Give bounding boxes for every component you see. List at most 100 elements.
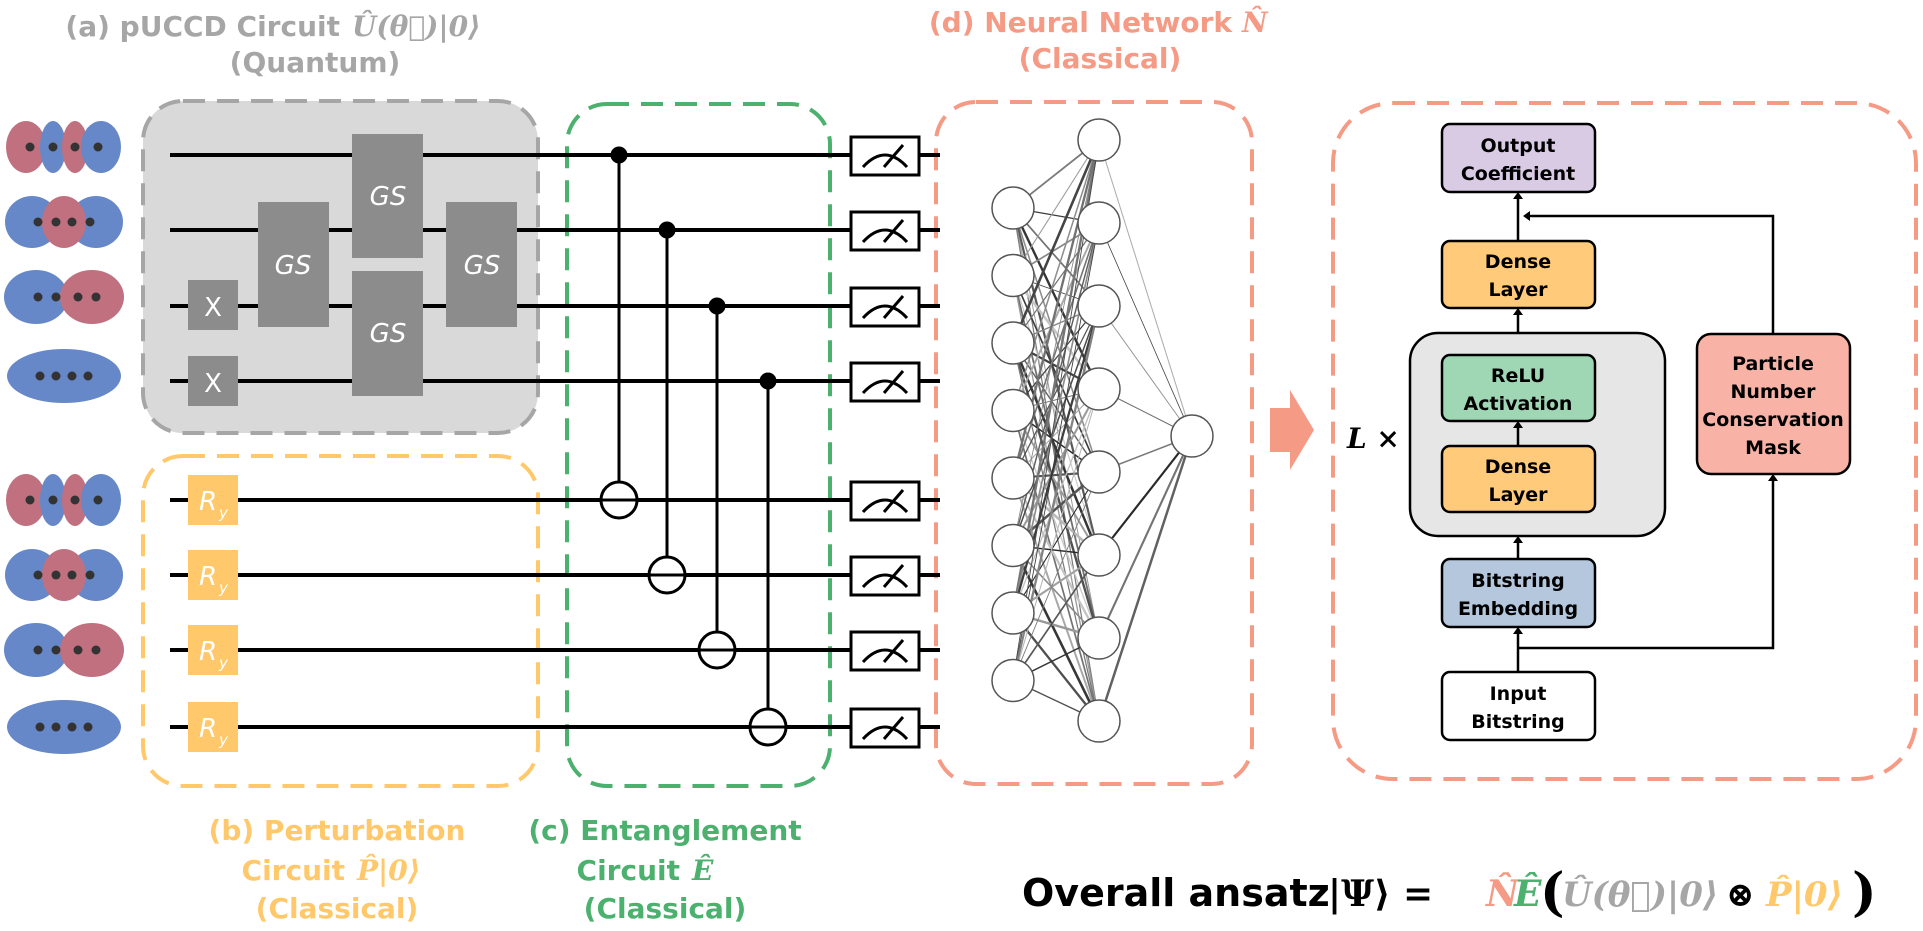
dense-top-line1: Dense [1485, 251, 1551, 273]
x-gate-1-label: X [204, 293, 222, 323]
output-box-line1: Output [1481, 135, 1556, 157]
ry-gate-4: R y [188, 702, 238, 752]
meter-icon-5 [849, 480, 921, 522]
gs-gate-1-label: GS [275, 251, 312, 281]
label-b: (b) Perturbation Circuit P̂|0⟩ (Classica… [209, 814, 466, 925]
nn-input-node-7 [991, 591, 1035, 635]
label-b-line2: Circuit [242, 854, 345, 887]
nn-edge-l1-25 [1012, 222, 1100, 411]
nn-edge-l1-42 [1012, 305, 1100, 546]
ry-gate-3-main: R [199, 637, 217, 667]
label-a-line1: (a) pUCCD Circuit [65, 10, 340, 43]
mask-line3: Conservation [1702, 409, 1843, 431]
box-a-puccd [141, 99, 540, 435]
label-a-operator: Û(θ⃗)|0⟩ [352, 9, 481, 43]
measurements [849, 135, 921, 749]
orbital-icon-1 [6, 121, 121, 173]
orbitals [4, 121, 124, 754]
cnot-4 [748, 372, 788, 747]
nn-hidden-node-2 [1077, 201, 1121, 245]
nn-input-node-8 [991, 658, 1035, 703]
nn-hidden-node-4 [1077, 367, 1121, 411]
nn-edge-l1-16 [1011, 139, 1101, 344]
nn-edge-l1-24 [1012, 139, 1100, 411]
nn-edge-l1-59 [1012, 388, 1100, 681]
label-b-line3: (Classical) [256, 892, 419, 925]
label-d-operator: N̂ [1241, 6, 1269, 39]
nn-hidden-node-6 [1077, 533, 1121, 577]
relu-activation-box: ReLU Activation [1440, 353, 1597, 423]
ry-gate-1: R y [188, 475, 238, 525]
input-line2: Bitstring [1471, 711, 1564, 733]
label-a: (a) pUCCD Circuit Û(θ⃗)|0⟩ (Quantum) [65, 9, 480, 79]
nn-edge-l2-0 [1098, 139, 1193, 437]
mask-line2: Number [1730, 381, 1816, 403]
ry-gate-2: R y [188, 550, 238, 600]
ry-gate-2-sub: y [218, 579, 229, 597]
label-d-line2: (Classical) [1019, 42, 1182, 75]
input-line1: Input [1490, 683, 1547, 705]
cnot-gates [599, 146, 788, 747]
nn-input-node-2 [991, 253, 1035, 298]
gs-gate-1: GS [258, 202, 329, 327]
overall-psi: |Ψ⟩ = [1328, 873, 1433, 915]
gs-gate-4-label: GS [464, 251, 501, 281]
box-d-neural-network [934, 100, 1254, 786]
embedding-line1: Bitstring [1471, 570, 1564, 592]
nn-hidden-node-1 [1077, 118, 1121, 162]
ry-gate-4-main: R [199, 714, 217, 744]
right-arrow-icon [1270, 390, 1314, 470]
cnot-3 [697, 297, 737, 670]
orbital-icon-4 [7, 349, 121, 403]
dense-layer-bottom-box: Dense Layer [1440, 444, 1597, 514]
gs-gate-2: GS [352, 134, 423, 258]
meter-icon-2 [849, 210, 921, 252]
overall-otimes: ⊗ [1726, 875, 1755, 915]
orbital-icon-2 [5, 196, 123, 248]
nn-edge-l1-61 [1012, 554, 1100, 681]
nn-edge-l2-5 [1098, 435, 1193, 556]
overall-prefix: Overall ansatz [1022, 871, 1330, 915]
ry-gate-2-main: R [199, 562, 217, 592]
label-c-line1: (c) Entanglement [528, 814, 801, 847]
label-a-line2: (Quantum) [230, 46, 401, 79]
ry-gate-3-sub: y [218, 654, 229, 672]
nn-input-node-1 [991, 186, 1035, 230]
dense-bottom-line2: Layer [1489, 484, 1549, 506]
nn-edge-l2-2 [1098, 305, 1193, 437]
nn-input-node-5 [991, 456, 1035, 500]
nn-edge-l1-26 [1012, 305, 1100, 411]
nn-hidden-node-7 [1077, 616, 1121, 660]
nn-edge-l1-17 [1012, 222, 1100, 344]
gs-gate-2-label: GS [370, 182, 407, 212]
box-b-perturbation [141, 454, 540, 788]
nn-input-node-4 [991, 388, 1035, 433]
layer-repeat-label: L × [1346, 422, 1400, 455]
label-c-line3: (Classical) [584, 892, 747, 925]
relu-line2: Activation [1464, 393, 1573, 415]
orbital-icon-6 [5, 549, 123, 601]
box-c-entanglement [565, 102, 832, 788]
ry-gate-1-sub: y [218, 504, 229, 522]
nn-edge-l1-34 [1012, 305, 1100, 479]
nn-hidden-node-5 [1077, 450, 1121, 494]
orbital-icon-3 [4, 270, 124, 324]
meter-icon-6 [849, 555, 921, 597]
input-bitstring-box: Input Bitstring [1440, 670, 1597, 742]
overall-u: Û(θ⃗)|0⟩ [1562, 874, 1718, 915]
meter-icon-8 [849, 707, 921, 749]
ry-gate-1-main: R [199, 487, 217, 517]
flow-arrows [1513, 192, 1778, 672]
label-d-line1: (d) Neural Network [929, 6, 1234, 39]
label-b-operator: P̂|0⟩ [356, 854, 421, 887]
network-detail: Output Coefficient Dense Layer ReLU Acti… [1346, 122, 1852, 742]
mask-line1: Particle [1732, 353, 1814, 375]
nn-edge-l1-51 [1012, 388, 1100, 614]
nn-input-node-6 [991, 523, 1035, 568]
overall-ansatz-equation: Overall ansatz |Ψ⟩ = N̂ Ê ( Û(θ⃗)|0⟩ ⊗ P… [1022, 862, 1877, 923]
nn-output-node-1 [1170, 414, 1214, 458]
nn-edge-l1-43 [1012, 388, 1100, 547]
meter-icon-3 [849, 286, 921, 328]
x-gate-1: X [188, 280, 238, 330]
